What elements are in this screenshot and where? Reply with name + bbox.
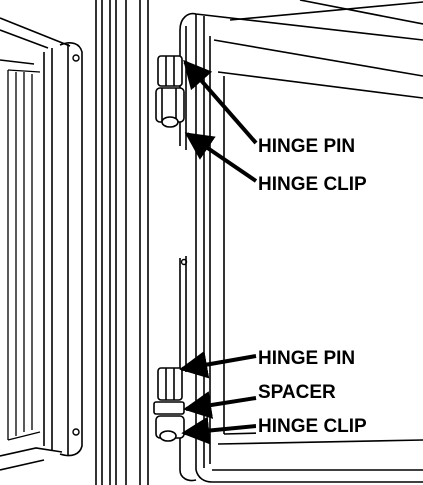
label-spacer-lower: SPACER [258, 382, 336, 403]
label-hinge-clip-upper: HINGE CLIP [258, 174, 367, 195]
label-hinge-clip-lower: HINGE CLIP [258, 416, 367, 437]
left-door-panel [0, 17, 83, 471]
left-screw-bottom [72, 428, 80, 436]
right-screw [180, 258, 188, 266]
center-post [95, 0, 149, 485]
left-screw-top [72, 54, 80, 62]
leader-spacer-lower [183, 391, 257, 419]
lower-hinge [153, 367, 185, 442]
leader-lines [179, 59, 258, 445]
right-door-frame [179, 0, 423, 483]
left-panel-inset [7, 69, 41, 441]
leader-hinge-clip-upper [184, 132, 258, 183]
upper-hinge [155, 55, 185, 128]
leader-hinge-pin-upper [183, 59, 258, 145]
leader-hinge-pin-lower [179, 350, 257, 379]
label-hinge-pin-lower: HINGE PIN [258, 348, 355, 369]
label-hinge-pin-upper: HINGE PIN [258, 136, 355, 157]
leader-hinge-clip-lower [181, 416, 257, 445]
